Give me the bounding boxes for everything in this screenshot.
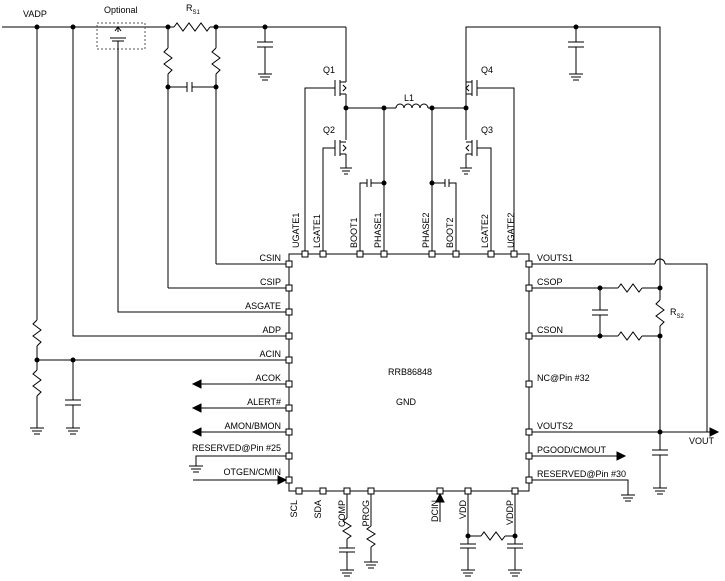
bottom-pin-wiring — [339, 492, 523, 577]
top-pin-squares — [301, 250, 518, 258]
rs1-label: RS1 — [186, 3, 201, 16]
pin-cson: CSON — [537, 325, 563, 335]
l1-inductor — [395, 103, 469, 254]
pin-adp: ADP — [262, 325, 281, 335]
pin-dcin: DCIN — [430, 500, 440, 522]
pin-amon-bmon: AMON/BMON — [224, 421, 281, 431]
pin-boot1: BOOT1 — [349, 217, 359, 248]
q4-mosfet — [465, 26, 661, 264]
pin-asgate: ASGATE — [245, 301, 281, 311]
pin-acin: ACIN — [259, 349, 281, 359]
pin-csop: CSOP — [537, 277, 563, 287]
pin-prog: PROG — [361, 500, 371, 527]
q3-label: Q3 — [481, 125, 493, 135]
rs2-label: RS2 — [670, 307, 685, 320]
q3-mosfet — [460, 108, 492, 254]
pin-ugate2: UGATE2 — [506, 213, 516, 248]
pin-vouts1: VOUTS1 — [537, 253, 573, 263]
pin-phase1: PHASE1 — [373, 212, 383, 248]
pin-boot2: BOOT2 — [445, 217, 455, 248]
optional-asgate-fet — [96, 22, 146, 50]
q1-mosfet — [304, 80, 347, 254]
pin-otgen-cmin: OTGEN/CMIN — [224, 467, 282, 477]
optional-label: Optional — [104, 5, 138, 15]
vadp-label: VADP — [23, 9, 47, 19]
pin-lgate2: LGATE2 — [480, 214, 490, 248]
l1-label: L1 — [404, 93, 414, 103]
boot1-capacitor — [359, 179, 387, 254]
pin-vouts2: VOUTS2 — [537, 421, 573, 431]
pin-reserved-25: RESERVED@Pin #25 — [192, 443, 281, 453]
controller-ic — [288, 253, 530, 492]
right-pin-wiring — [532, 258, 720, 502]
q4-label: Q4 — [481, 65, 493, 75]
pin-sda: SDA — [313, 500, 323, 519]
output-capacitor-top — [568, 24, 584, 81]
bottom-pin-squares — [295, 487, 519, 495]
pin-acok: ACOK — [255, 373, 281, 383]
pin-lgate1: LGATE1 — [312, 214, 322, 248]
pin-phase2: PHASE2 — [421, 212, 431, 248]
pin-reserved-30: RESERVED@Pin #30 — [537, 469, 626, 479]
boot2-capacitor — [429, 179, 457, 254]
pin-pgood-cmout: PGOOD/CMOUT — [537, 445, 607, 455]
right-pin-squares — [525, 260, 533, 484]
pin-alert: ALERT# — [247, 397, 281, 407]
pin-ugate1: UGATE1 — [291, 213, 301, 248]
pin-csip: CSIP — [260, 277, 281, 287]
chip-part-number: RRB86848 — [388, 367, 432, 377]
q2-label: Q2 — [323, 125, 335, 135]
q2-mosfet — [322, 140, 352, 254]
pin-csin: CSIN — [259, 253, 281, 263]
pin-comp: COMP — [337, 500, 347, 527]
pin-vddp: VDDP — [505, 500, 515, 525]
chip-gnd-label: GND — [396, 397, 417, 407]
rs1-sense-network — [163, 27, 221, 288]
left-pin-wiring — [30, 27, 288, 485]
input-capacitor — [257, 27, 273, 81]
rs1-resistor — [173, 22, 211, 32]
pin-scl: SCL — [289, 500, 299, 518]
pin-nc-32: NC@Pin #32 — [537, 373, 590, 383]
pin-vdd: VDD — [458, 500, 468, 520]
q1-label: Q1 — [323, 65, 335, 75]
vout-label: VOUT — [689, 436, 715, 446]
left-pin-squares — [285, 260, 293, 484]
